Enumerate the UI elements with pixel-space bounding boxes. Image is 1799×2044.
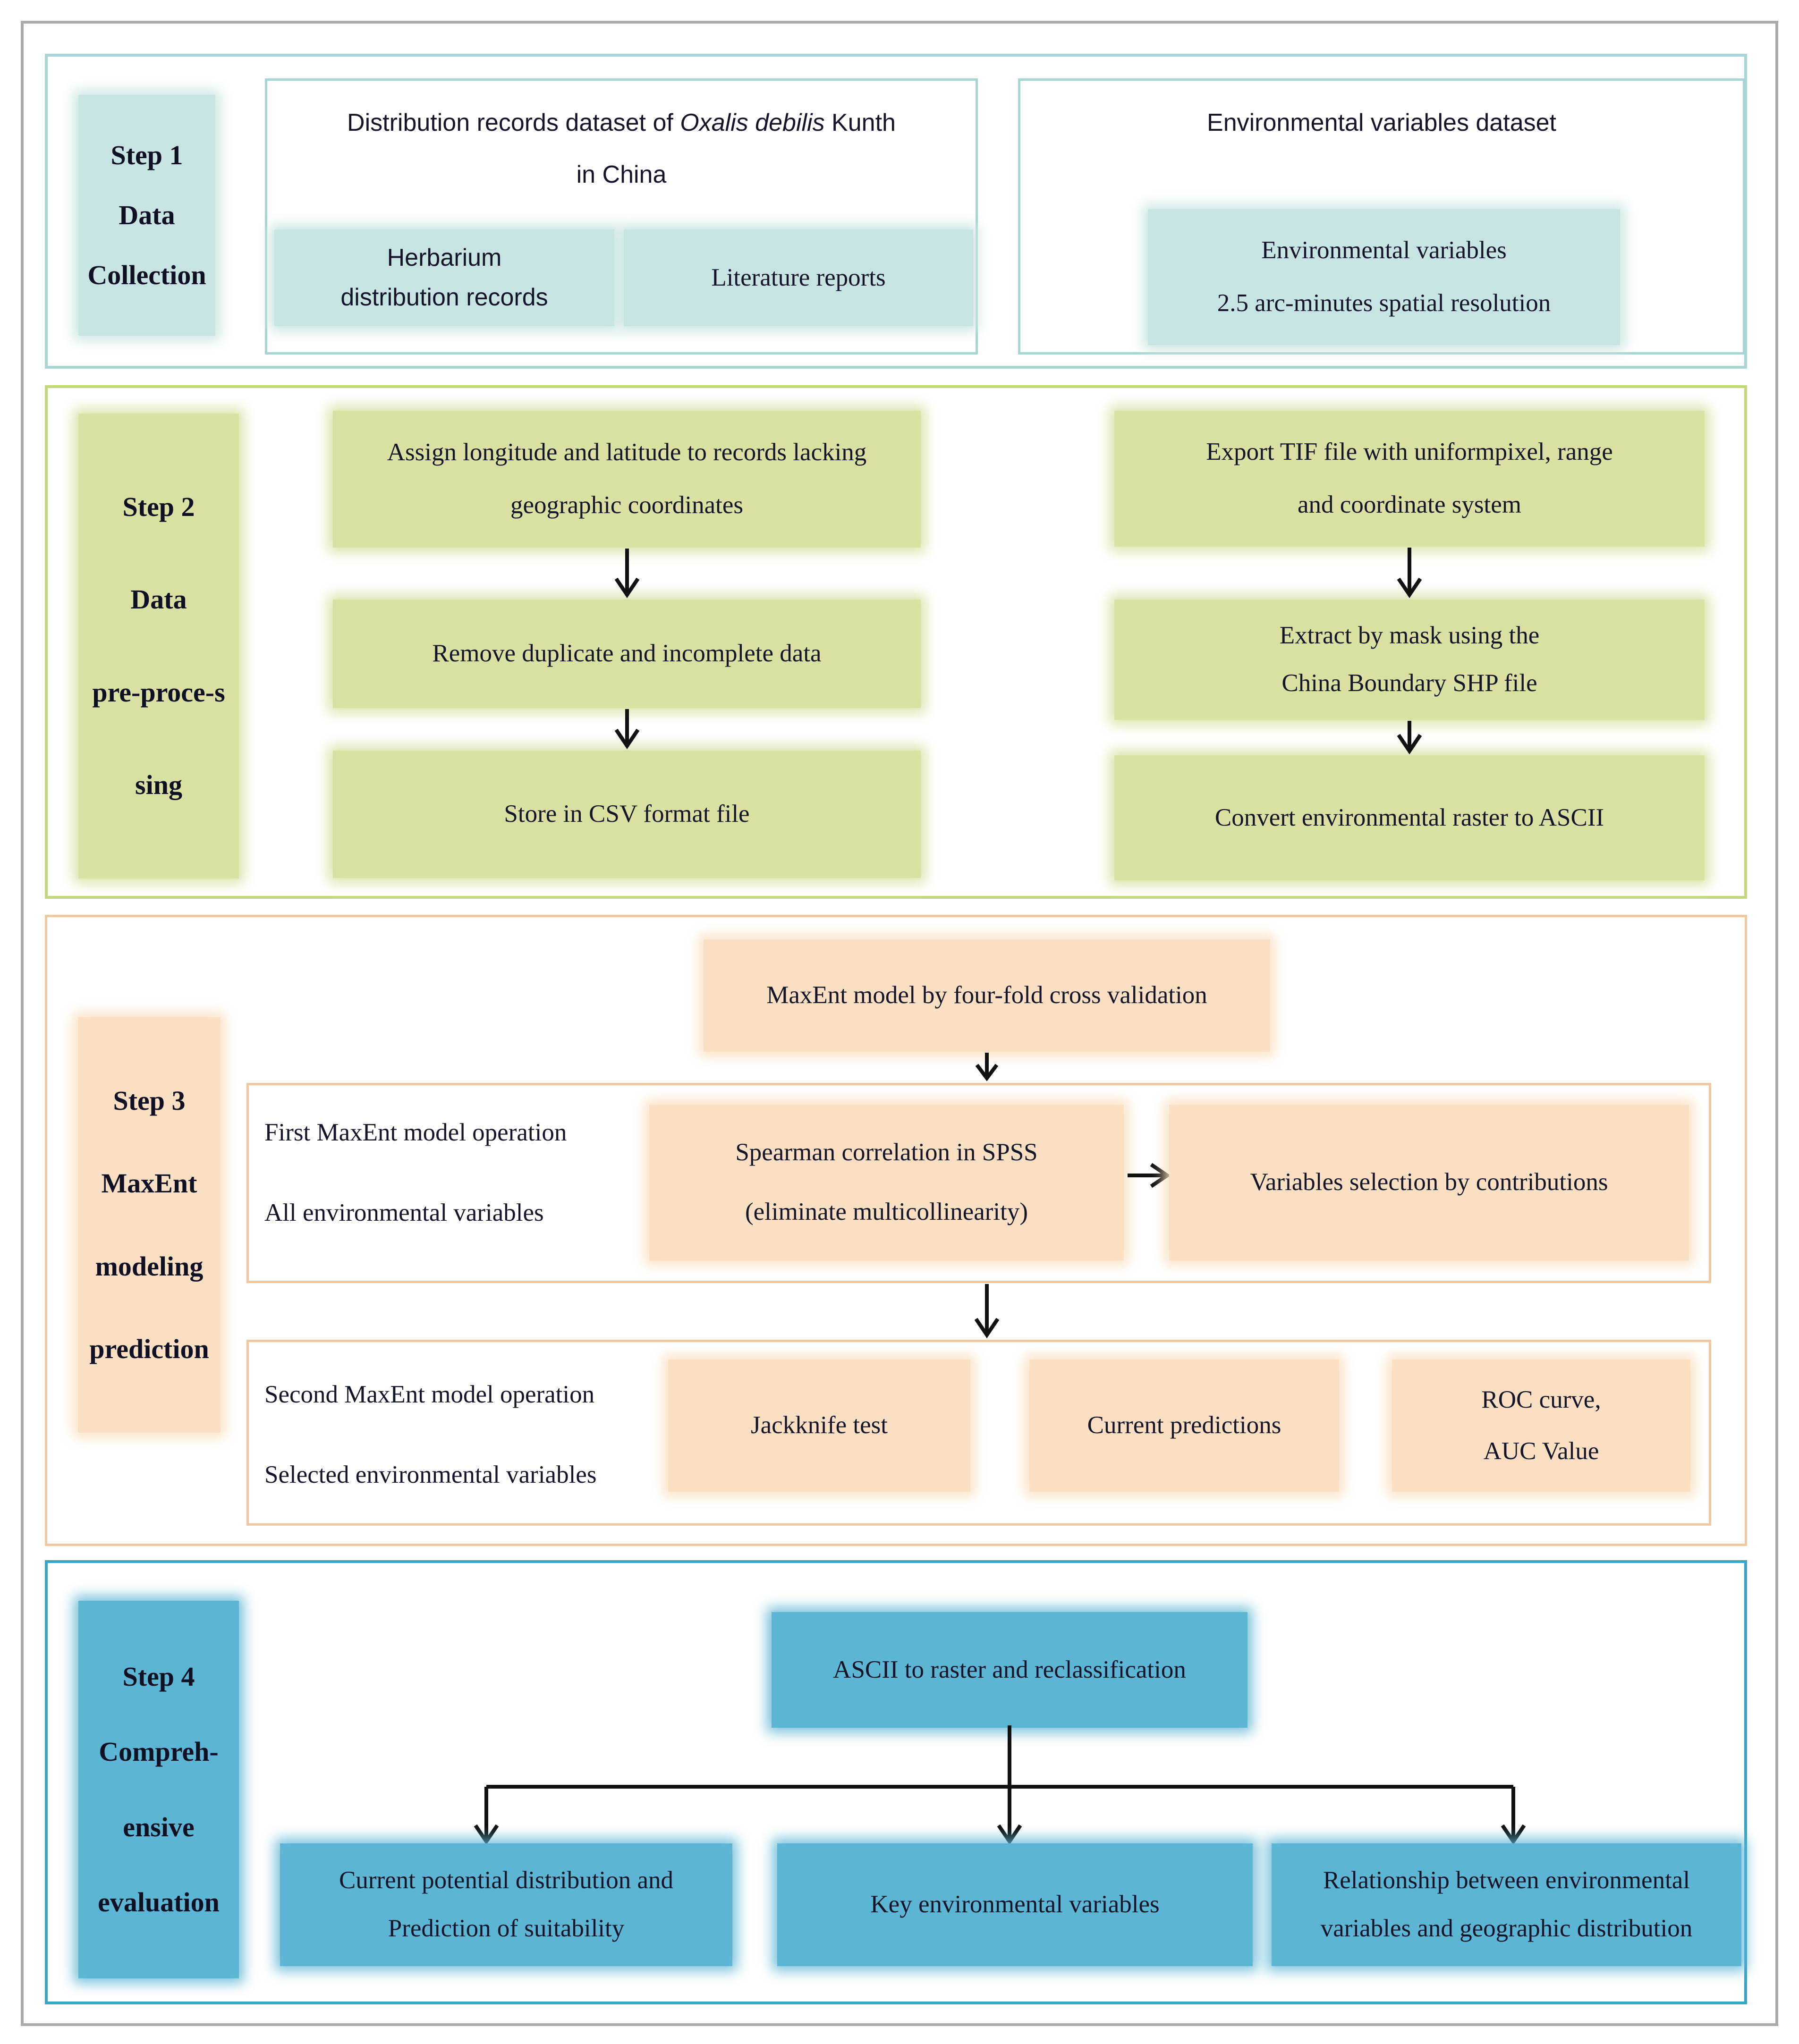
assign-line: geographic coordinates	[510, 491, 743, 519]
extract-line: China Boundary SHP file	[1281, 669, 1537, 697]
step1-label-line: Data	[119, 200, 175, 230]
extract-mask-box: Extract by mask using the China Boundary…	[1114, 600, 1705, 720]
step2-label-line: pre-proce-s	[92, 676, 225, 708]
convert-line: Convert environmental raster to ASCII	[1214, 803, 1604, 831]
distribution-records-panel: Distribution records dataset of Oxalis d…	[265, 78, 978, 355]
step3-label: Step 3 MaxEnt modeling prediction	[78, 1017, 221, 1433]
literature-line: Literature reports	[711, 263, 886, 291]
species-name: Oxalis debilis	[680, 109, 825, 136]
herbarium-records-box: Herbarium distribution records	[274, 229, 614, 326]
current-distribution-box: Current potential distribution and Predi…	[280, 1843, 732, 1966]
assign-coordinates-box: Assign longitude and latitude to records…	[333, 411, 921, 548]
export-line: Export TIF file with uniformpixel, range	[1206, 438, 1613, 466]
step1-label-line: Step 1	[110, 140, 183, 170]
jackknife-line: Jackknife test	[751, 1411, 888, 1439]
roc-line: AUC Value	[1483, 1437, 1599, 1465]
maxent-crossvalidation-box: MaxEnt model by four-fold cross validati…	[704, 939, 1270, 1052]
step1-label-line: Collection	[87, 260, 206, 290]
roc-line: ROC curve,	[1481, 1385, 1601, 1413]
spearman-box: Spearman correlation in SPSS (eliminate …	[649, 1105, 1124, 1260]
branch-connector-arrows	[474, 1725, 1526, 1845]
step3-label-line: prediction	[89, 1334, 209, 1365]
assign-line: Assign longitude and latitude to records…	[387, 438, 867, 466]
second-maxent-text: Selected environmental variables	[264, 1461, 597, 1488]
arrow-down-icon	[1397, 721, 1422, 754]
outcome-line: Key environmental variables	[870, 1891, 1160, 1918]
maxent-top-line: MaxEnt model by four-fold cross validati…	[766, 981, 1207, 1009]
spearman-line: (eliminate multicollinearity)	[745, 1198, 1028, 1226]
step3-label-line: Step 3	[113, 1085, 186, 1116]
variables-selection-box: Variables selection by contributions	[1169, 1105, 1689, 1260]
herbarium-line: Herbarium	[387, 244, 502, 272]
second-maxent-text: Second MaxEnt model operation	[264, 1381, 595, 1408]
jackknife-box: Jackknife test	[668, 1360, 970, 1492]
export-line: and coordinate system	[1298, 491, 1521, 519]
environmental-variables-box: Environmental variables 2.5 arc-minutes …	[1148, 209, 1620, 345]
extract-line: Extract by mask using the	[1279, 622, 1540, 650]
outcome-line: Relationship between environmental	[1323, 1866, 1690, 1894]
ascii-to-raster-line: ASCII to raster and reclassification	[833, 1655, 1186, 1683]
records-title-prefix: Distribution records dataset of	[347, 109, 680, 136]
relationship-box: Relationship between environmental varia…	[1272, 1843, 1741, 1966]
spearman-line: Spearman correlation in SPSS	[735, 1139, 1038, 1166]
step4-label-line: Step 4	[122, 1661, 195, 1692]
records-panel-title: Distribution records dataset of Oxalis d…	[267, 109, 976, 137]
records-panel-title-line2: in China	[576, 161, 667, 188]
convert-ascii-box: Convert environmental raster to ASCII	[1114, 755, 1705, 880]
step2-label-line: Step 2	[122, 491, 195, 522]
literature-reports-box: Literature reports	[624, 229, 973, 326]
records-title-suffix: Kunth	[824, 109, 896, 136]
first-maxent-text: All environmental variables	[264, 1199, 544, 1226]
arrow-down-icon	[974, 1284, 1000, 1339]
step2-label: Step 2 Data pre-proce-s sing	[78, 414, 239, 878]
step2-label-line: Data	[130, 584, 187, 615]
step4-label-line: Compreh-	[99, 1736, 219, 1767]
step1-label: Step 1 Data Collection	[78, 95, 215, 336]
step4-label-line: ensive	[123, 1811, 195, 1842]
step3-label-line: modeling	[95, 1250, 204, 1282]
csv-line: Store in CSV format file	[504, 800, 750, 828]
arrow-down-icon	[975, 1053, 999, 1081]
roc-auc-box: ROC curve, AUC Value	[1392, 1360, 1690, 1492]
herbarium-line: distribution records	[340, 284, 548, 312]
current-predictions-line: Current predictions	[1087, 1411, 1281, 1439]
step1-section: Step 1 Data Collection Distribution reco…	[45, 54, 1747, 369]
export-tif-box: Export TIF file with uniformpixel, range…	[1114, 411, 1705, 547]
step2-label-line: sing	[135, 769, 182, 801]
remove-duplicates-box: Remove duplicate and incomplete data	[333, 600, 921, 708]
store-csv-box: Store in CSV format file	[333, 751, 921, 878]
arrow-down-icon	[1397, 548, 1422, 599]
first-maxent-text: First MaxEnt model operation	[264, 1119, 567, 1146]
remove-line: Remove duplicate and incomplete data	[432, 640, 822, 667]
step4-label-line: evaluation	[98, 1887, 220, 1918]
env-box-line: 2.5 arc-minutes spatial resolution	[1217, 289, 1551, 317]
env-panel-title: Environmental variables dataset	[1207, 109, 1556, 136]
outcome-line: variables and geographic distribution	[1320, 1915, 1693, 1943]
env-box-line: Environmental variables	[1261, 236, 1507, 264]
outcome-line: Current potential distribution and	[339, 1866, 674, 1894]
arrow-down-icon	[614, 709, 640, 750]
arrow-down-icon	[614, 549, 640, 599]
current-predictions-box: Current predictions	[1029, 1360, 1339, 1492]
key-variables-box: Key environmental variables	[777, 1843, 1253, 1966]
variables-selection-line: Variables selection by contributions	[1250, 1168, 1608, 1196]
ascii-to-raster-box: ASCII to raster and reclassification	[772, 1612, 1247, 1728]
environmental-dataset-panel: Environmental variables dataset Environm…	[1018, 78, 1745, 355]
step4-label: Step 4 Compreh- ensive evaluation	[78, 1601, 239, 1978]
arrow-right-icon	[1128, 1163, 1171, 1188]
outcome-line: Prediction of suitability	[388, 1915, 625, 1943]
step3-label-line: MaxEnt	[101, 1168, 197, 1199]
